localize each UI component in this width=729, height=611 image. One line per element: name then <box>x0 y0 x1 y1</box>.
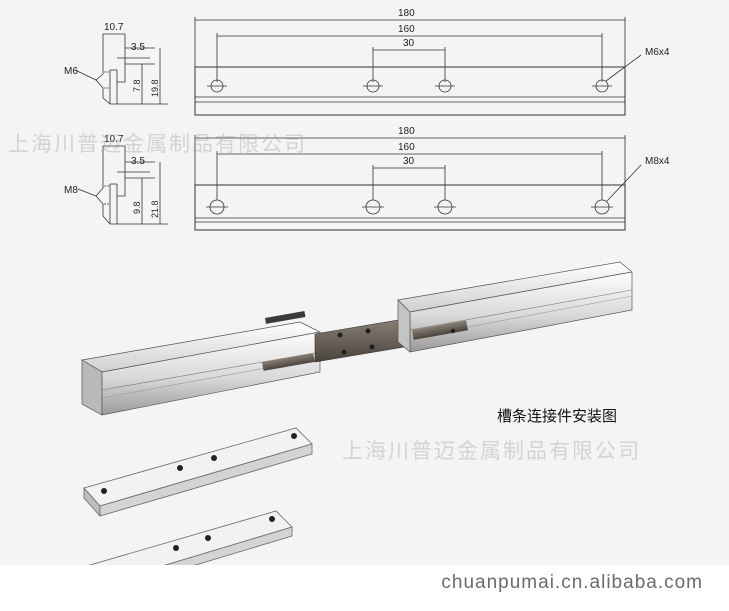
dim-overall-m6: 180 <box>398 8 415 19</box>
dim-total-height-m6: 19.8 <box>150 79 160 97</box>
hole-note-m8: M8x4 <box>645 156 670 167</box>
dim-inner-span-m6: 30 <box>403 38 415 49</box>
extrusion-assembly-illustration <box>81 261 633 416</box>
bar-drawing-m8 <box>194 135 642 231</box>
dim-total-height-m8: 21.8 <box>150 200 160 218</box>
profile-label-m6: M6 <box>64 66 78 77</box>
dim-width-m6: 10.7 <box>104 22 124 33</box>
dim-inner-height-m8: 9.8 <box>132 201 142 214</box>
watermark-bottom: 上海川普迈金属制品有限公司 <box>342 440 641 463</box>
connector-strip-m6 <box>83 427 313 518</box>
dim-step-m8: 3.5 <box>131 156 145 167</box>
bar-drawing-m6 <box>194 17 642 116</box>
footer-bar <box>0 565 729 611</box>
dim-overall-m8: 180 <box>398 126 415 137</box>
footer-site-link[interactable]: chuanpumai.cn.alibaba.com <box>441 572 703 593</box>
dim-hole-span-m6: 160 <box>398 24 415 35</box>
watermark-top: 上海川普迈金属制品有限公司 <box>8 133 307 156</box>
dim-inner-height-m6: 7.8 <box>132 79 142 92</box>
hole-note-m6: M6x4 <box>645 47 670 58</box>
dim-step-m6: 3.5 <box>131 42 145 53</box>
dim-inner-span-m8: 30 <box>403 156 415 167</box>
profile-section-m8 <box>77 145 168 225</box>
profile-label-m8: M8 <box>64 185 78 196</box>
dim-width-m8: 10.7 <box>104 134 124 145</box>
installation-caption: 槽条连接件安装图 <box>497 408 618 425</box>
dim-hole-span-m8: 160 <box>398 142 415 153</box>
profile-section-m6 <box>74 33 168 105</box>
